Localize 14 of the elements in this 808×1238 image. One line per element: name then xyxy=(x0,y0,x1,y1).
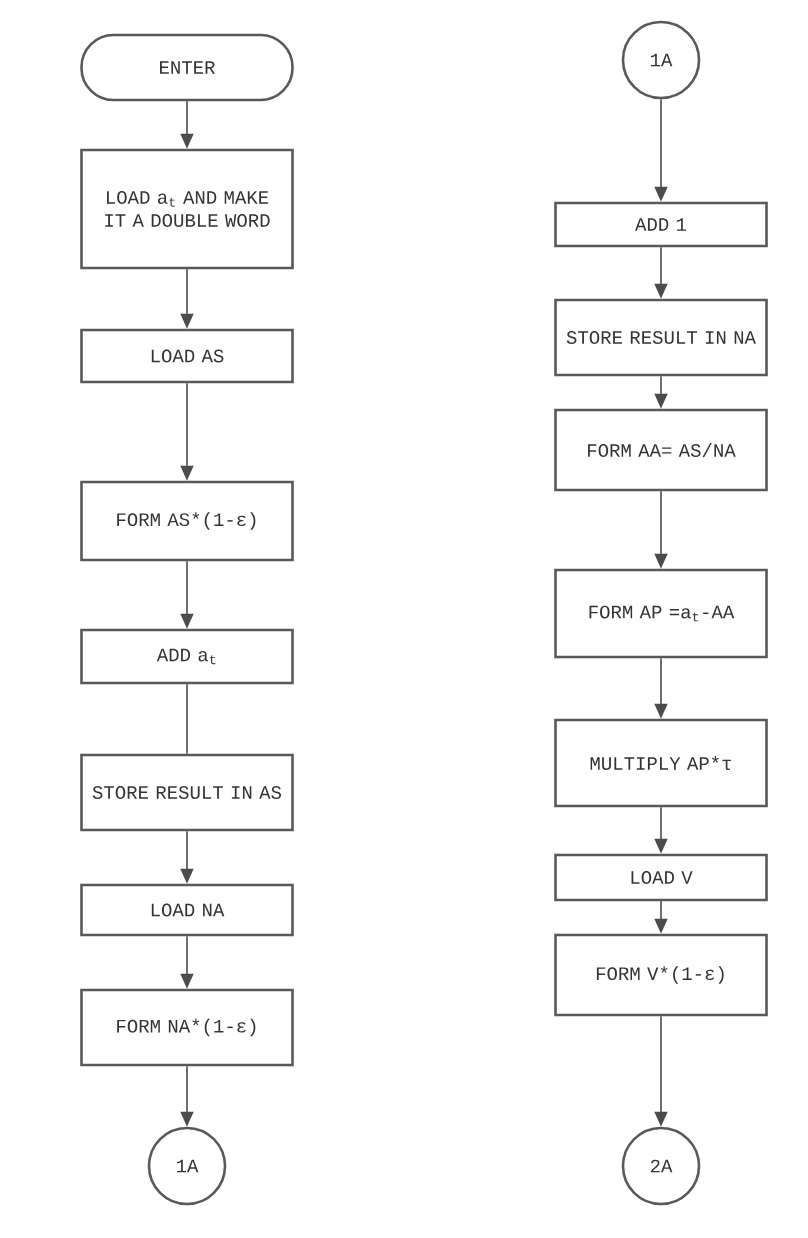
process-box: LOAD a$_{t}$ AND MAKE IT A DOUBLE WORD xyxy=(80,148,294,270)
process-box: MULTIPLY AP*τ xyxy=(554,718,768,808)
process-box: LOAD NA xyxy=(80,883,294,937)
process-box: FORM AS*(1-ε) xyxy=(80,480,294,562)
process-box: FORM AA= AS/NA xyxy=(554,408,768,492)
process-box: LOAD AS xyxy=(80,328,294,384)
process-box: ADD a$_{t}$ xyxy=(80,628,294,685)
process-box: FORM AP =a$_{t}$-AA xyxy=(554,568,768,659)
process-box: LOAD V xyxy=(554,853,768,902)
process-box: STORE RESULT IN AS xyxy=(80,753,294,832)
process-box: FORM V*(1-ε) xyxy=(554,933,768,1017)
process-box: FORM NA*(1-ε) xyxy=(80,988,294,1067)
process-box: STORE RESULT IN NA xyxy=(554,298,768,377)
process-box: ADD 1 xyxy=(554,201,768,248)
